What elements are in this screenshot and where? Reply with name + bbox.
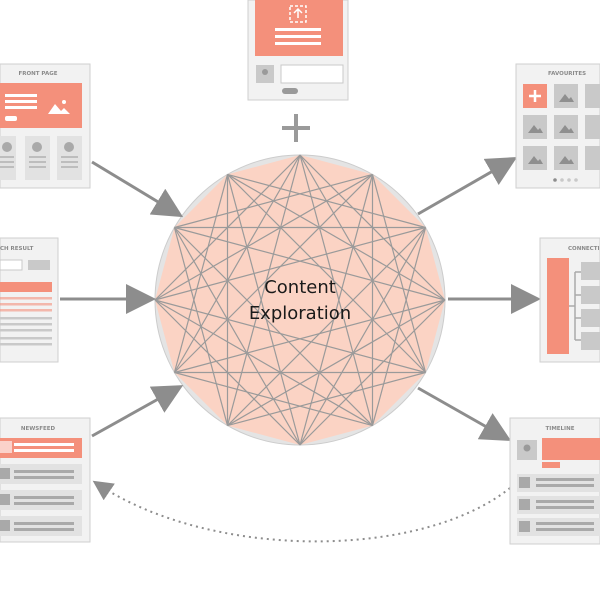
star-line [227,173,426,229]
image-icon [559,156,574,164]
star-line [299,174,374,446]
upload-icon [289,5,307,23]
star-line [173,227,301,446]
star-line [154,173,373,301]
search-result-title: CH RESULT [0,246,34,252]
favourite-tile [585,115,600,139]
search-input [0,259,23,271]
timeline-panel: TIMELINE [509,417,600,545]
connections-title: CONNECTI [568,246,600,252]
star-line [227,173,446,301]
star-line [299,154,427,373]
image-icon [528,125,543,133]
favourites-title: FAVOURITES [548,71,586,77]
star-line [174,226,446,301]
newsfeed-panel: NEWSFEED [0,417,91,543]
star-line [173,154,301,373]
image-icon [559,94,574,102]
search-result-panel: CH RESULT [0,237,59,363]
image-icon [559,125,574,133]
star-line [226,154,301,426]
star-line [174,299,446,374]
center-label-line2: Exploration [248,303,352,324]
arrow-front-page [91,160,184,218]
image-icon [528,156,543,164]
submit-button [282,88,298,94]
star-line [299,154,374,426]
star-line [174,227,373,426]
content-exploration-hub [154,154,446,446]
search-button [28,260,50,270]
timeline-title: TIMELINE [546,426,575,432]
star-line [299,227,427,446]
star-line [154,299,426,374]
center-label-line1: Content [264,277,336,298]
front-page-title: FRONT PAGE [19,71,58,77]
front-page-panel: FRONT PAGE [0,63,91,189]
image-icon [48,100,70,114]
dotted-return-arrow [92,480,511,543]
favourites-panel: FAVOURITES [515,63,600,189]
star-line [227,174,426,373]
connections-panel: CONNECTI [539,237,600,363]
star-line [154,299,373,427]
arrow-timeline [417,386,512,441]
favourite-tile [585,146,600,170]
arrow-newsfeed [91,385,184,438]
plus-icon [529,90,541,102]
star-line [226,174,301,446]
favourites-grid [523,84,600,170]
star-line [227,227,426,426]
create-post-panel [247,0,349,101]
star-line [174,174,373,373]
arrow-favourites [417,157,518,216]
star-line [227,299,446,427]
connection-arrows [60,157,541,441]
favourite-tile [585,84,600,108]
center-label: Content Exploration [200,275,400,327]
plus-icon [282,114,310,142]
user-icon [0,441,12,453]
comment-input [280,64,344,84]
newsfeed-title: NEWSFEED [21,426,56,432]
star-line [154,226,426,301]
star-network [154,154,446,446]
